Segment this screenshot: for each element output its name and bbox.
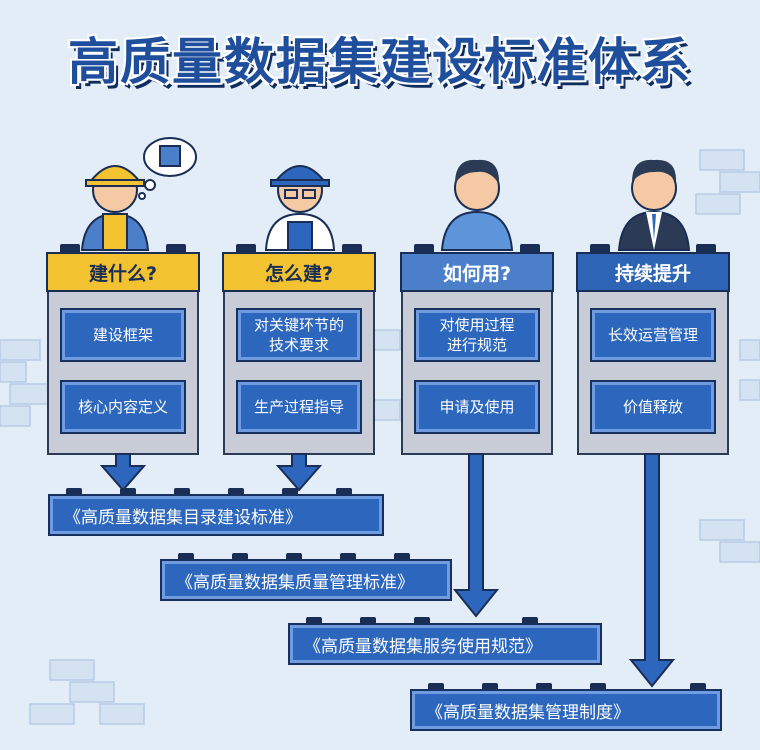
arrows <box>99 453 676 688</box>
box-framework: 建设框架 <box>60 308 186 362</box>
standard-service: 《高质量数据集服务使用规范》 <box>288 623 602 665</box>
user-person <box>440 159 514 251</box>
thought-bubble <box>138 137 197 200</box>
standard-catalog: 《高质量数据集目录建设标准》 <box>48 494 384 536</box>
manager-person <box>617 159 691 251</box>
box-apply-use: 申请及使用 <box>414 380 540 434</box>
col-header-use: 如何用? <box>400 252 554 292</box>
arrow-col2 <box>275 453 323 492</box>
box-value-release: 价值释放 <box>590 380 716 434</box>
standard-quality: 《高质量数据集质量管理标准》 <box>160 559 452 601</box>
box-usage-regulation: 对使用过程 进行规范 <box>414 308 540 362</box>
col-header-how: 怎么建? <box>222 252 376 292</box>
box-long-term-ops: 长效运营管理 <box>590 308 716 362</box>
arrow-col1 <box>99 453 147 492</box>
standard-management: 《高质量数据集管理制度》 <box>410 689 722 731</box>
box-core-content: 核心内容定义 <box>60 380 186 434</box>
arrow-col3 <box>452 453 500 618</box>
box-production-guide: 生产过程指导 <box>236 380 362 434</box>
worker-yellow-helmet <box>80 165 150 251</box>
engineer-blue-helmet <box>264 165 336 251</box>
box-key-requirements: 对关键环节的 技术要求 <box>236 308 362 362</box>
col-header-what: 建什么? <box>46 252 200 292</box>
diagram-title: 高质量数据集建设标准体系 <box>68 33 692 91</box>
col-header-improve: 持续提升 <box>576 252 730 292</box>
arrow-col4 <box>628 453 676 688</box>
